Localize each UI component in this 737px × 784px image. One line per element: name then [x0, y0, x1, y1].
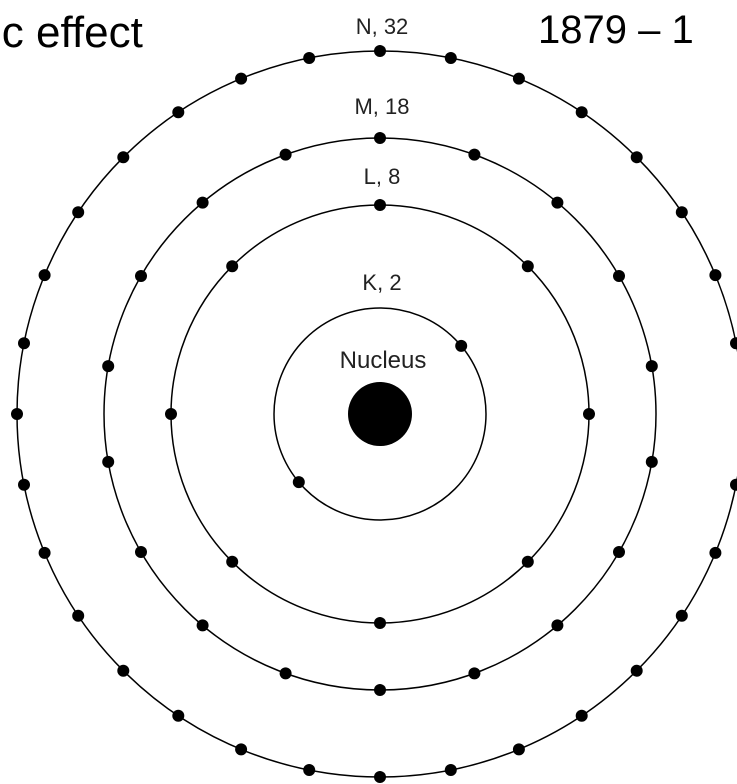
shell-labels-layer: K, 2 L, 8 M, 18 N, 32	[348, 14, 416, 295]
electron-n	[730, 337, 737, 350]
electron-m	[374, 684, 386, 696]
electron-n	[675, 206, 688, 219]
electron-n	[709, 269, 722, 282]
shell-label-backing	[354, 270, 410, 294]
electron-l	[521, 260, 534, 273]
electron-m	[102, 455, 115, 468]
electron-m	[135, 270, 147, 282]
shell-label-backing	[348, 94, 416, 118]
electron-n	[630, 151, 643, 164]
electron-l	[374, 617, 386, 629]
electron-n	[575, 106, 588, 119]
electron-n	[512, 743, 525, 756]
electron-l	[374, 199, 386, 211]
electron-n	[235, 72, 248, 85]
electron-n	[117, 151, 130, 164]
electron-l	[165, 408, 177, 420]
nucleus	[348, 382, 412, 446]
shell-label-backing	[348, 14, 416, 38]
electron-n	[11, 408, 23, 420]
electron-m	[613, 270, 625, 282]
electron-m	[468, 148, 481, 161]
electron-l	[521, 555, 534, 568]
electron-n	[675, 609, 688, 622]
electron-n	[709, 546, 722, 559]
electron-l	[226, 555, 239, 568]
shell-m-label: M, 18	[354, 94, 409, 119]
electron-n	[374, 45, 386, 57]
electron-n	[512, 72, 525, 85]
electron-l	[583, 408, 595, 420]
shell-n-label: N, 32	[356, 14, 409, 39]
slide-title-fragment: ic effect	[0, 8, 143, 57]
electron-m	[645, 360, 658, 373]
electron-n	[575, 709, 588, 722]
shell-k-ring	[273, 307, 487, 521]
electron-m	[468, 667, 481, 680]
electron-n	[72, 609, 85, 622]
electron-n	[303, 52, 316, 64]
electron-l	[226, 260, 239, 273]
electron-m	[613, 546, 625, 558]
shell-l-label: L, 8	[364, 164, 401, 189]
electron-n	[303, 764, 316, 776]
electron-n	[38, 546, 51, 559]
electron-n	[444, 52, 457, 64]
electron-n	[172, 709, 185, 722]
electron-m	[374, 132, 386, 144]
electron-m	[135, 546, 147, 558]
electron-m	[551, 619, 564, 632]
electron-k	[455, 339, 468, 352]
electron-m	[196, 196, 209, 209]
electron-n	[18, 478, 30, 491]
electron-m	[645, 455, 658, 468]
shell-label-backing	[354, 164, 410, 188]
slide-dates-fragment: 1879 – 1	[538, 8, 694, 52]
electron-n	[172, 106, 185, 119]
electron-n	[444, 764, 457, 776]
electron-n	[374, 771, 386, 783]
electron-n	[18, 337, 30, 350]
electron-m	[551, 196, 564, 209]
electron-n	[72, 206, 85, 219]
electron-n	[117, 664, 130, 677]
electron-n	[730, 478, 737, 491]
electron-m	[196, 619, 209, 632]
nucleus-label: Nucleus	[340, 347, 427, 374]
electrons-layer	[11, 45, 737, 783]
electron-k	[292, 476, 305, 489]
electron-n	[630, 664, 643, 677]
electron-n	[235, 743, 248, 756]
electron-n	[38, 269, 51, 282]
electron-m	[102, 360, 115, 373]
shell-k-label: K, 2	[362, 270, 401, 295]
electron-m	[279, 148, 292, 161]
electron-m	[279, 667, 292, 680]
